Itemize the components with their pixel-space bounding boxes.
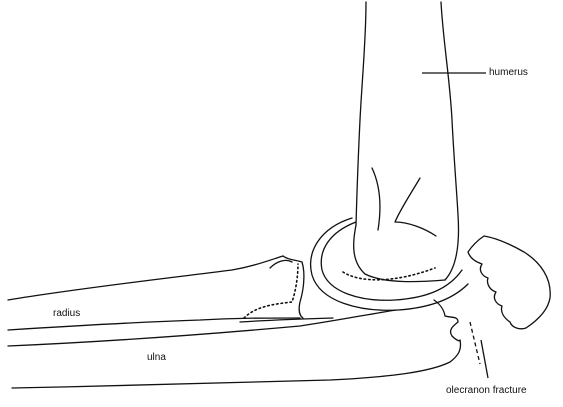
radial-head-dotted-outline [244,264,298,318]
radius-label: radius [53,309,80,319]
ulna-fracture-edge [434,300,460,341]
trochlea-dotted-line [343,268,435,280]
humerus-shaft-left-edge [356,2,366,225]
humerus-fossa-contour [395,178,436,236]
olecranon-fragment [468,236,550,329]
radial-head [283,256,304,318]
olecranon-fracture-label: olecranon fracture [446,386,527,396]
humerus-shaft-right-edge [441,2,458,280]
radius-upper-edge [8,256,283,300]
ulna-label: ulna [147,353,166,363]
humerus-label: humerus [489,68,528,78]
trochlear-notch-inner [321,222,462,300]
fracture-leader-line [470,322,480,364]
radius-lower-edge [8,318,300,330]
fracture-leader-line-2 [481,340,488,378]
ulna-lower-edge [12,340,461,388]
humerus-inner-contour [372,168,380,230]
trochlear-notch-outer [311,218,468,310]
radial-head-top [270,260,292,268]
